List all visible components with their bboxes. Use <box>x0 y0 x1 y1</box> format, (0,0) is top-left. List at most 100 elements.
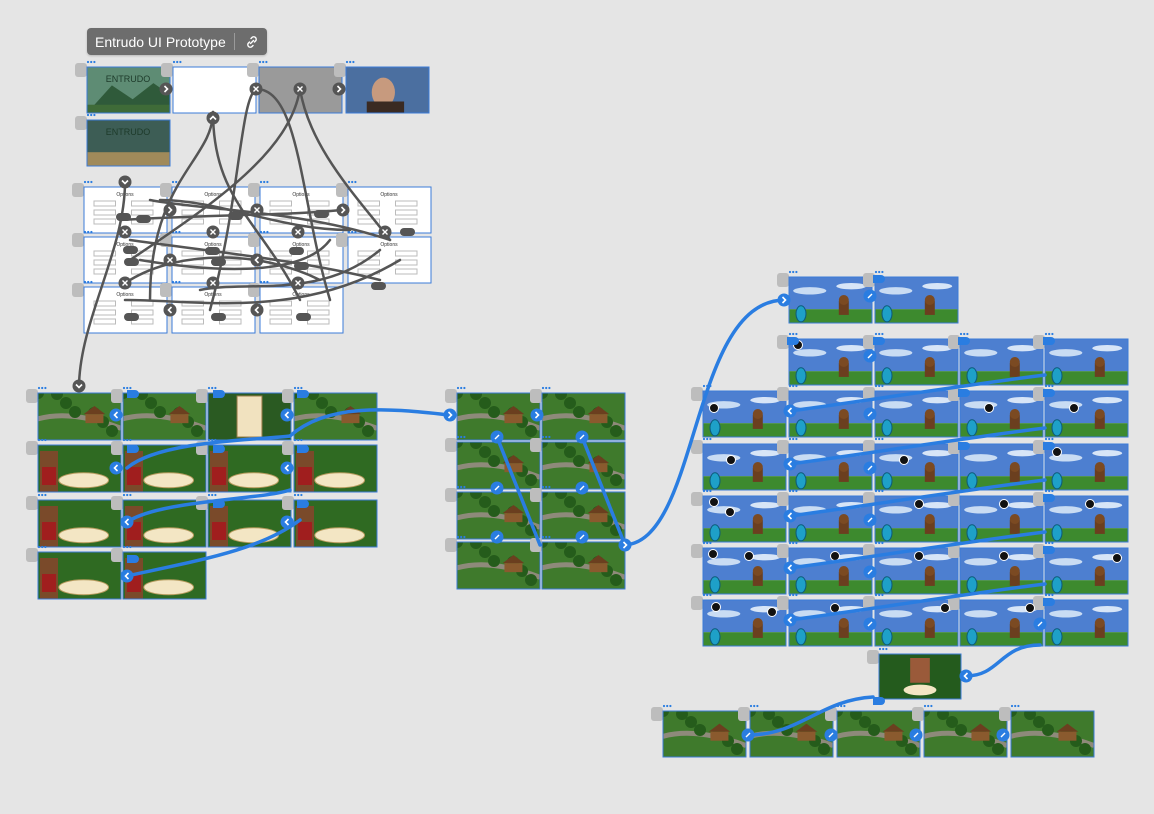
screen-dialog[interactable] <box>196 496 292 548</box>
connector-line[interactable] <box>746 695 875 737</box>
screen-sky[interactable] <box>691 440 787 491</box>
screen-dialog[interactable] <box>111 441 207 493</box>
connector-handle[interactable] <box>211 313 226 321</box>
connector-line[interactable] <box>964 643 1042 678</box>
screen-options[interactable] <box>72 283 168 334</box>
connector-line[interactable] <box>211 110 302 302</box>
screen-sky[interactable] <box>863 273 959 324</box>
connector-handle[interactable] <box>124 258 139 266</box>
connector-handle[interactable] <box>575 481 589 495</box>
screen-sky[interactable] <box>863 335 959 386</box>
screen-dialog[interactable] <box>867 650 962 700</box>
connector-line[interactable] <box>128 256 322 282</box>
connector-handle[interactable] <box>490 430 504 444</box>
screen-dialog[interactable] <box>196 441 292 493</box>
connector-line[interactable] <box>125 518 302 578</box>
connector-line[interactable] <box>125 434 292 470</box>
connector-handle[interactable] <box>783 457 797 471</box>
connector-handle[interactable] <box>294 262 309 270</box>
connector-handle[interactable] <box>206 276 220 290</box>
connector-line[interactable] <box>123 258 402 305</box>
connector-handle[interactable] <box>120 515 134 529</box>
connector-line[interactable] <box>788 373 1047 413</box>
connector-line[interactable] <box>788 478 1047 518</box>
connector-handle[interactable] <box>163 253 177 267</box>
screen-options[interactable] <box>160 183 256 234</box>
connector-handle[interactable] <box>280 408 294 422</box>
connector-handle[interactable] <box>863 289 877 303</box>
connector-handle[interactable] <box>116 213 131 221</box>
connector-handle[interactable] <box>783 404 797 418</box>
screen-sky[interactable] <box>691 544 787 595</box>
screen-sky[interactable] <box>691 492 787 543</box>
connector-handle[interactable] <box>159 82 173 96</box>
connector-handle[interactable] <box>777 293 791 307</box>
connector-handle[interactable] <box>163 303 177 317</box>
connector-handle[interactable] <box>336 203 350 217</box>
screen-village[interactable] <box>825 705 921 758</box>
screen-village[interactable] <box>738 705 834 758</box>
screen-village[interactable] <box>282 387 378 441</box>
connector-handle[interactable] <box>211 258 226 266</box>
connector-handle[interactable] <box>289 247 304 255</box>
connector-handle[interactable] <box>490 530 504 544</box>
connector-line[interactable] <box>788 426 1047 466</box>
screen-sky[interactable] <box>948 335 1044 386</box>
connector-handle[interactable] <box>783 561 797 575</box>
screen-blank[interactable] <box>161 63 257 114</box>
connector-handle[interactable] <box>314 210 329 218</box>
screen-village[interactable] <box>445 436 541 490</box>
screen-sky[interactable] <box>777 544 873 595</box>
screen-village[interactable] <box>651 705 747 758</box>
screen-scroll[interactable] <box>196 389 292 441</box>
connector-line[interactable] <box>623 298 787 547</box>
connector-handle[interactable] <box>490 481 504 495</box>
screen-sky[interactable] <box>948 387 1044 438</box>
connector-handle[interactable] <box>118 276 132 290</box>
connector-line[interactable] <box>298 87 392 242</box>
connector-line[interactable] <box>788 530 1047 570</box>
screen-dialog[interactable] <box>26 441 122 493</box>
connector-handle[interactable] <box>443 408 457 422</box>
connector-handle[interactable] <box>205 247 220 255</box>
screen-village[interactable] <box>530 536 626 590</box>
connector-handle[interactable] <box>378 225 392 239</box>
project-title-chip[interactable]: Entrudo UI Prototype <box>87 28 267 55</box>
connector-line[interactable] <box>788 582 1047 622</box>
connector-handle[interactable] <box>250 303 264 317</box>
connector-handle[interactable] <box>228 212 243 220</box>
screen-sky[interactable] <box>777 273 873 324</box>
screen-dialog[interactable] <box>282 441 378 493</box>
screen-village[interactable] <box>26 387 122 441</box>
connector-handle[interactable] <box>996 728 1010 742</box>
connector-line[interactable] <box>495 435 542 547</box>
screen-village[interactable] <box>530 387 626 441</box>
screen-title-2[interactable] <box>75 116 171 167</box>
connector-handle[interactable] <box>124 313 139 321</box>
connector-handle[interactable] <box>575 430 589 444</box>
connector-handle[interactable] <box>863 461 877 475</box>
connector-handle[interactable] <box>863 407 877 421</box>
connector-handle[interactable] <box>280 461 294 475</box>
connector-handle[interactable] <box>250 253 264 267</box>
connector-line[interactable] <box>125 488 292 524</box>
connector-handle[interactable] <box>136 215 151 223</box>
connector-handle[interactable] <box>863 349 877 363</box>
screen-village[interactable] <box>999 705 1095 758</box>
connector-handle[interactable] <box>332 82 346 96</box>
screen-sky[interactable] <box>948 544 1044 595</box>
connector-handle[interactable] <box>109 461 123 475</box>
connector-handle[interactable] <box>118 225 132 239</box>
connector-handle[interactable] <box>783 509 797 523</box>
screen-title[interactable] <box>75 63 171 114</box>
connector-handle[interactable] <box>400 228 415 236</box>
connector-line[interactable] <box>77 180 127 388</box>
connector-handle[interactable] <box>530 408 544 422</box>
screen-options[interactable] <box>336 233 432 284</box>
connector-line[interactable] <box>580 435 627 547</box>
connector-handle[interactable] <box>1033 617 1047 631</box>
connector-handle[interactable] <box>206 111 220 125</box>
connector-handle[interactable] <box>371 282 386 290</box>
connector-handle[interactable] <box>783 613 797 627</box>
screen-photo[interactable] <box>334 63 430 115</box>
